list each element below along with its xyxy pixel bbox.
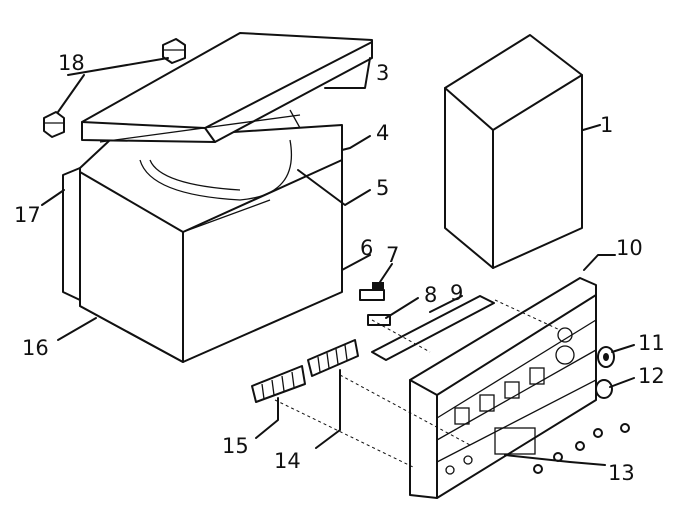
callout-8: 8 — [424, 283, 437, 307]
part-10-front-panel — [409, 277, 597, 499]
callout-10: 10 — [616, 236, 643, 260]
callout-16: 16 — [22, 336, 49, 360]
part-1-box — [444, 34, 583, 269]
part-16-cabinet — [62, 124, 343, 363]
part-9-bar — [371, 295, 495, 361]
callout-15: 15 — [222, 434, 249, 458]
part-18-feet — [43, 38, 186, 138]
assembly-guide-lines — [274, 299, 561, 469]
part-7-8-brackets — [359, 282, 391, 326]
callout-5: 5 — [376, 176, 389, 200]
callout-17: 17 — [14, 203, 41, 227]
callout-7: 7 — [386, 243, 399, 267]
callout-14: 14 — [274, 449, 301, 473]
callout-6: 6 — [360, 236, 373, 260]
part-13-screws — [533, 423, 630, 474]
callout-18: 18 — [58, 51, 85, 75]
part-15-buttons — [251, 365, 306, 403]
part-3-lid — [81, 32, 373, 143]
callout-9: 9 — [450, 281, 463, 305]
callout-3: 3 — [376, 61, 389, 85]
callout-13: 13 — [608, 461, 635, 485]
callout-11: 11 — [638, 331, 665, 355]
part-12-knob — [595, 379, 613, 399]
part-11-knob — [597, 346, 615, 368]
callout-1: 1 — [600, 113, 613, 137]
callout-numbers: 1 3 4 5 6 7 8 9 10 11 12 13 14 15 16 17 … — [14, 51, 665, 485]
leader-lines — [41, 57, 635, 466]
part-14-buttons — [307, 339, 359, 377]
callout-4: 4 — [376, 121, 389, 145]
callout-12: 12 — [638, 364, 665, 388]
